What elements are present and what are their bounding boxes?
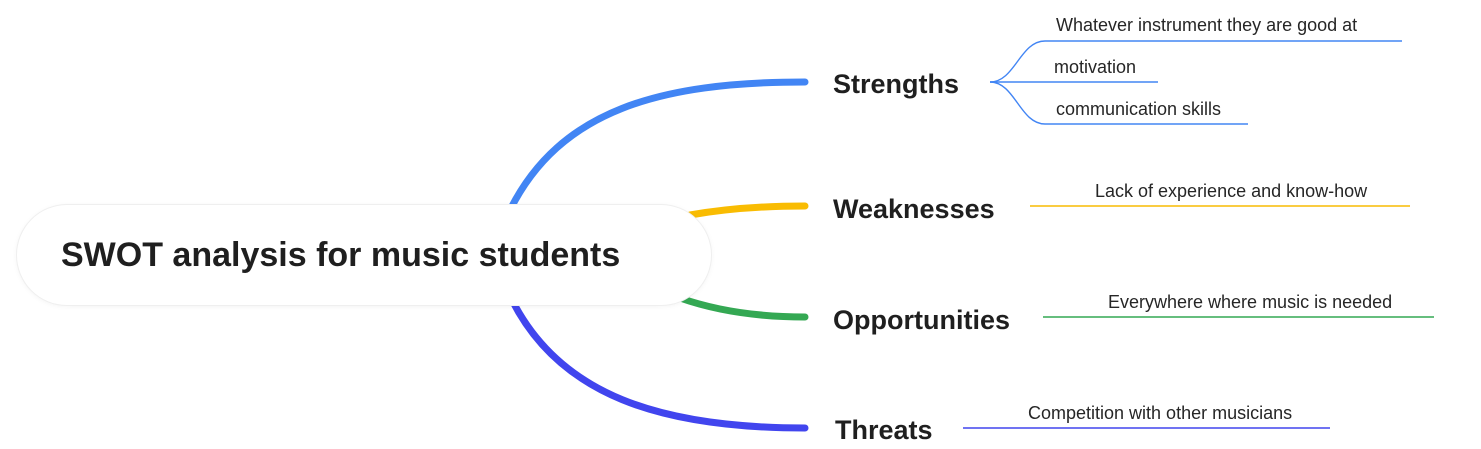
threats-item-competition[interactable]: Competition with other musicians	[1028, 403, 1293, 423]
branch-opportunities[interactable]: Opportunities	[833, 305, 1010, 335]
branch-threats[interactable]: Threats	[835, 415, 933, 445]
weaknesses-connector	[686, 202, 809, 219]
central-topic[interactable]: SWOT analysis for music students	[17, 205, 711, 305]
strengths-item-1-connector	[989, 40, 1402, 83]
strengths-connector	[506, 78, 809, 214]
opportunities-item-music-needed[interactable]: Everywhere where music is needed	[1108, 292, 1393, 312]
branch-weaknesses[interactable]: Weaknesses	[833, 194, 995, 224]
strengths-item-instrument[interactable]: Whatever instrument they are good at	[1056, 15, 1358, 35]
strengths-item-3-connector	[989, 81, 1248, 125]
branch-strengths[interactable]: Strengths	[833, 69, 960, 99]
strengths-item-motivation[interactable]: motivation	[1054, 57, 1137, 77]
opportunities-connector	[676, 294, 809, 321]
weaknesses-item-experience[interactable]: Lack of experience and know-how	[1095, 181, 1368, 201]
threats-connector	[508, 296, 809, 432]
central-topic-label: SWOT analysis for music students	[61, 235, 621, 274]
strengths-item-communication[interactable]: communication skills	[1056, 99, 1222, 119]
